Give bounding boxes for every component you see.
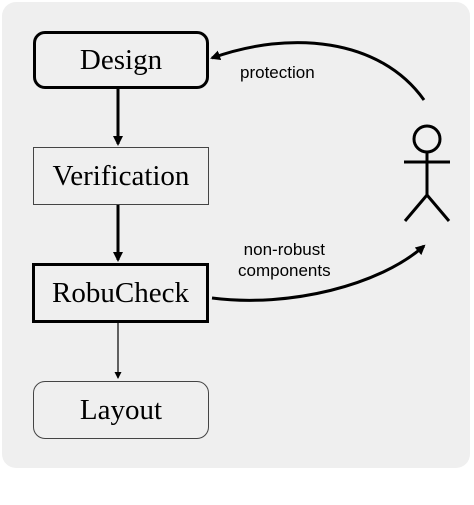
robucheck-node: RobuCheck (32, 263, 209, 323)
arrow-actor-to-design (210, 41, 426, 101)
design-node-label: Design (79, 43, 163, 76)
diagram-background (2, 2, 470, 468)
stick-figure-icon (403, 124, 451, 222)
protection-edge-label: protection (240, 63, 315, 82)
verification-node: Verification (33, 147, 209, 205)
layout-node-label: Layout (79, 393, 163, 426)
non-robust-edge-label-line1: non-robust (243, 240, 325, 259)
non-robust-edge-label-line2: components (238, 261, 331, 281)
arrow-robucheck-to-actor (211, 244, 426, 302)
non-robust-edge-label: non-robust components (238, 239, 331, 282)
design-node: Design (33, 31, 209, 89)
robucheck-node-label: RobuCheck (52, 276, 189, 309)
layout-node: Layout (33, 381, 209, 439)
verification-node-label: Verification (52, 159, 190, 192)
